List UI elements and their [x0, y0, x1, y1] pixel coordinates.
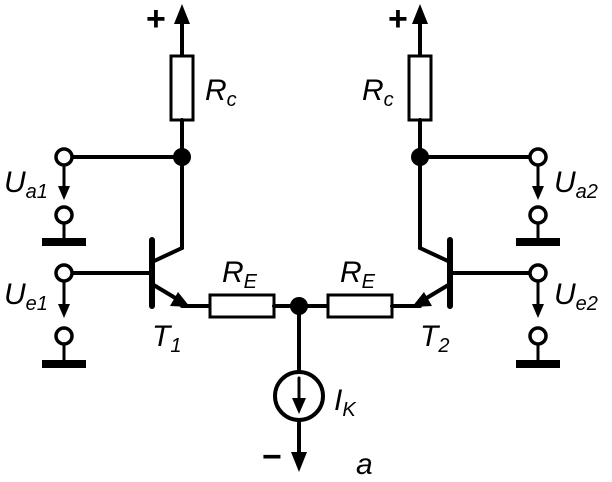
ik-label: IK	[334, 384, 357, 421]
left-plus-symbol: +	[146, 0, 166, 38]
rc-left-label: Rc	[205, 74, 237, 111]
re-right-label: RE	[340, 256, 376, 293]
ue2-arrow	[532, 304, 544, 318]
figure-label: a	[356, 448, 373, 481]
ua2-arrow	[532, 186, 544, 200]
ua1-terminal	[54, 147, 74, 167]
rc-right-resistor	[407, 54, 433, 122]
re-left-label: RE	[222, 256, 258, 293]
ua1-arrow	[58, 186, 70, 200]
re-left-resistor	[208, 293, 276, 319]
ue1-label: Ue1	[4, 278, 48, 315]
negative-supply-arrow	[291, 452, 307, 472]
t1-label: T1	[152, 320, 181, 357]
current-source-arrow	[292, 398, 306, 414]
ue1-arrow	[58, 304, 70, 318]
ua1-label: Ua1	[4, 166, 48, 203]
ua1-ground-terminal	[54, 205, 74, 225]
minus-symbol: −	[262, 438, 282, 476]
ue2-label: Ue2	[554, 278, 598, 315]
ue1-ground-terminal	[54, 326, 74, 346]
t1-transistor	[149, 155, 190, 309]
rc-right-label: Rc	[362, 74, 394, 111]
t2-transistor	[412, 155, 453, 309]
left-supply-arrow	[174, 4, 190, 58]
re-right-resistor	[326, 293, 394, 319]
ua2-label: Ua2	[554, 166, 598, 203]
rc-left-resistor	[169, 54, 195, 122]
ua2-terminal	[528, 147, 548, 167]
right-supply-arrow	[412, 4, 428, 58]
ua2-ground-terminal	[528, 205, 548, 225]
ue1-terminal	[54, 263, 74, 283]
right-plus-symbol: +	[388, 0, 408, 38]
t2-label: T2	[420, 320, 449, 357]
ue2-ground-terminal	[528, 326, 548, 346]
ue2-terminal	[528, 263, 548, 283]
